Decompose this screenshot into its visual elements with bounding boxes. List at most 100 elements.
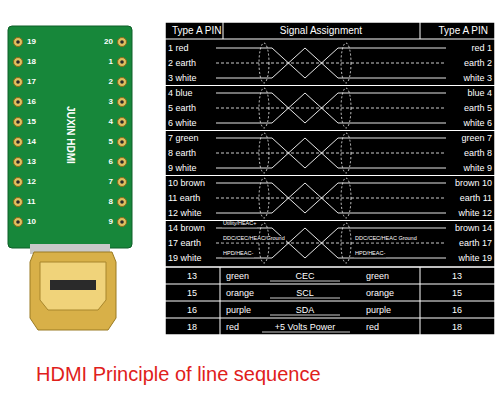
pad-hole	[120, 80, 124, 84]
pin-label: 9 white	[168, 164, 197, 173]
solder-pad	[118, 38, 127, 47]
pin-label: blue 4	[467, 89, 492, 98]
signal-name: SDA	[296, 306, 315, 315]
pad-hole	[120, 60, 124, 64]
pcb-pin-number: 20	[104, 38, 113, 46]
wire	[216, 228, 446, 258]
pcb-holes	[14, 38, 127, 227]
pad-hole	[16, 200, 20, 204]
pin-number: 16	[187, 306, 197, 315]
pin-label: 6 white	[168, 119, 197, 128]
caption: HDMI Principle of line sequence	[36, 364, 321, 384]
solder-pad	[14, 58, 23, 67]
pad-hole	[16, 40, 20, 44]
solder-pad	[118, 138, 127, 147]
table-rule	[165, 130, 495, 131]
pad-hole	[16, 60, 20, 64]
pin-label: red 1	[471, 44, 492, 53]
solder-pad	[118, 158, 127, 167]
table-rule	[165, 220, 495, 221]
pin-label: earth 2	[464, 59, 492, 68]
pcb-pin-number: 3	[109, 98, 113, 106]
wire-color: purple	[366, 306, 391, 315]
pcb-pin-number: 4	[109, 118, 113, 126]
pad-hole	[16, 100, 20, 104]
pin-number: 18	[187, 323, 197, 332]
pin-label: 12 white	[168, 209, 202, 218]
solder-pad	[118, 58, 127, 67]
wire-color: red	[366, 323, 379, 332]
pad-hole	[16, 160, 20, 164]
pcb-pin-number: 6	[109, 158, 113, 166]
pin-label: earth 8	[464, 149, 492, 158]
earth-wire	[216, 108, 446, 109]
plug-shell	[40, 262, 106, 310]
pcb-pin-number: 1	[109, 58, 113, 66]
solder-pad	[14, 218, 23, 227]
table-rule	[165, 175, 495, 176]
pad-hole	[120, 140, 124, 144]
table-rule	[420, 267, 421, 335]
pad-hole	[16, 120, 20, 124]
shield-ellipse	[259, 223, 269, 263]
pin-label: earth 17	[459, 239, 492, 248]
signal-underlines	[262, 281, 350, 332]
earth-wire	[216, 153, 446, 154]
pad-hole	[16, 80, 20, 84]
pin-label: 19 white	[168, 254, 202, 263]
solder-pad	[14, 178, 23, 187]
solder-pad	[118, 218, 127, 227]
pcb-pin-number: 19	[27, 38, 36, 46]
shield-ellipse	[341, 133, 351, 173]
wire	[216, 138, 446, 168]
column-header: Signal Assignment	[280, 26, 362, 36]
wire	[216, 183, 446, 213]
wire-color: purple	[226, 306, 251, 315]
pin-label: 4 blue	[168, 89, 193, 98]
pad-hole	[120, 100, 124, 104]
solder-pad	[118, 118, 127, 127]
table-frame	[165, 22, 495, 335]
pcb-pin-number: 12	[27, 178, 36, 186]
pin-label: green 7	[461, 134, 492, 143]
column-header: Type A PIN	[172, 26, 221, 36]
shield-ellipse	[341, 43, 351, 83]
table-rule	[165, 284, 495, 285]
solder-pad	[14, 198, 23, 207]
column-header: Type A PIN	[439, 26, 488, 36]
pad-hole	[16, 140, 20, 144]
shield-ellipse	[259, 133, 269, 173]
wire	[216, 138, 446, 168]
pad-hole	[120, 200, 124, 204]
wire-color: green	[366, 272, 389, 281]
solder-pad	[14, 98, 23, 107]
pcb-pin-number: 7	[109, 178, 113, 186]
wire	[216, 48, 446, 78]
pad-hole	[120, 120, 124, 124]
table-rule	[420, 22, 421, 39]
shield-ellipse	[259, 88, 269, 128]
pad-hole	[16, 180, 20, 184]
pin-number: 13	[452, 272, 462, 281]
table-rule	[223, 22, 224, 39]
pcb-pin-number: 11	[27, 198, 35, 206]
pcb-pin-number: 13	[27, 158, 36, 166]
solder-pad	[118, 98, 127, 107]
pin-label: 10 brown	[168, 179, 205, 188]
twisted-pairs	[165, 43, 495, 263]
pin-label: 3 white	[168, 74, 197, 83]
solder-pad	[14, 158, 23, 167]
earth-wire	[216, 198, 446, 199]
pin-label: 7 green	[168, 134, 199, 143]
pcb-pin-number: 15	[27, 118, 36, 126]
wire-color: orange	[226, 289, 254, 298]
pcb-pin-number: 18	[27, 58, 36, 66]
table-rule	[165, 39, 495, 40]
solder-pad	[118, 178, 127, 187]
pcb-pin-number: 8	[109, 198, 113, 206]
wire	[216, 48, 446, 78]
pcb-board	[8, 26, 132, 248]
solder-pad	[14, 118, 23, 127]
solder-pad	[118, 78, 127, 87]
